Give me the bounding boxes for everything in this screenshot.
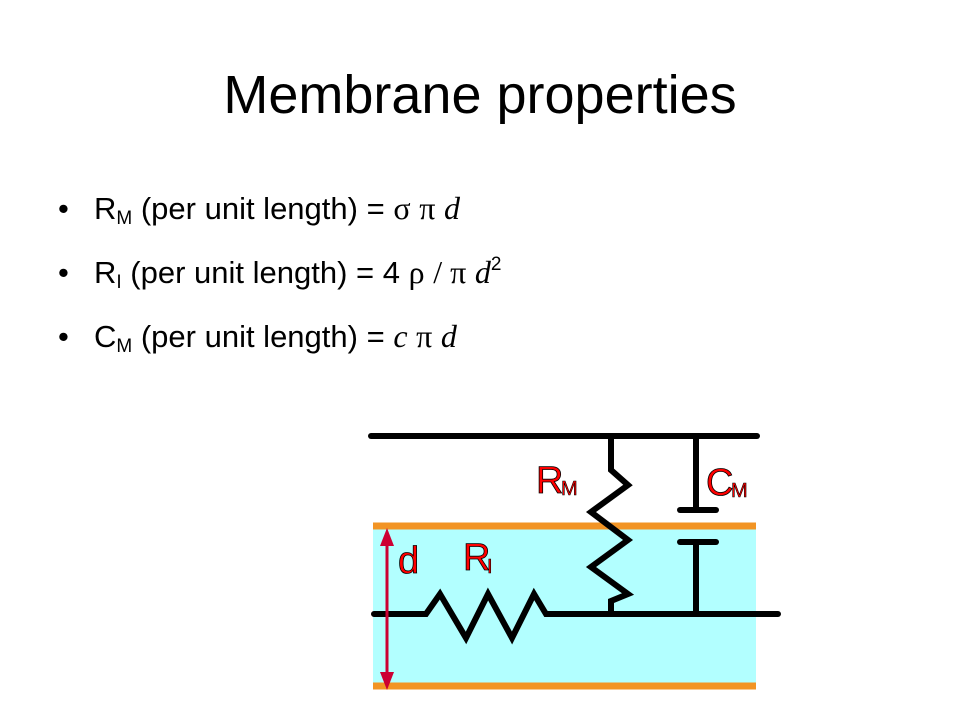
diameter-arrow-head-up — [380, 528, 394, 546]
bullet-symbol: R — [94, 255, 117, 290]
bullet-dot: • — [58, 255, 69, 290]
cm-label: C — [706, 462, 733, 504]
bullet-subscript: I — [116, 272, 122, 293]
bullet-cm: • CM (per unit length) = c π d — [58, 304, 501, 368]
bullet-list: •RM (per unit length) = σ π d •RI (per u… — [58, 176, 501, 368]
bullet-dot: • — [58, 191, 69, 226]
ri-label-sub: I — [487, 556, 493, 578]
bullet-label: (per unit length) = — [140, 319, 385, 354]
exponent: 2 — [490, 254, 502, 275]
pi-symbol: π — [416, 318, 433, 354]
slide-title: Membrane properties — [223, 65, 737, 125]
divide-pi-symbol: / π — [433, 254, 467, 290]
bullet-rm: • RM (per unit length) = σ π d — [58, 176, 501, 240]
ri-label: R — [463, 537, 490, 579]
bullet-dot: • — [58, 319, 69, 354]
diameter-variable: d — [440, 318, 457, 354]
rm-label-sub: M — [561, 478, 578, 500]
diameter-label: d — [398, 540, 419, 582]
inner-wire-resistor — [371, 587, 781, 645]
bullet-symbol: C — [94, 319, 117, 354]
diameter-variable: d — [474, 254, 491, 290]
bullet-label: (per unit length) = 4 — [130, 255, 400, 290]
capacitance-variable: c — [393, 318, 408, 354]
sigma-symbol: σ — [393, 190, 411, 226]
axon-interior — [373, 527, 756, 686]
bullet-symbol: R — [94, 191, 117, 226]
rho-symbol: ρ — [408, 254, 425, 290]
cm-label-sub: M — [731, 480, 748, 502]
bullet-subscript: M — [116, 336, 133, 357]
diameter-arrow-head-down — [380, 672, 394, 690]
bullet-subscript: M — [116, 208, 133, 229]
pi-symbol: π — [419, 190, 436, 226]
diameter-variable: d — [443, 190, 460, 226]
membrane-resistor — [585, 433, 635, 617]
rm-label: R — [536, 460, 563, 502]
bullet-label: (per unit length) = — [140, 191, 385, 226]
bullet-ri: • RI (per unit length) = 4 ρ / π d2 — [58, 240, 501, 304]
